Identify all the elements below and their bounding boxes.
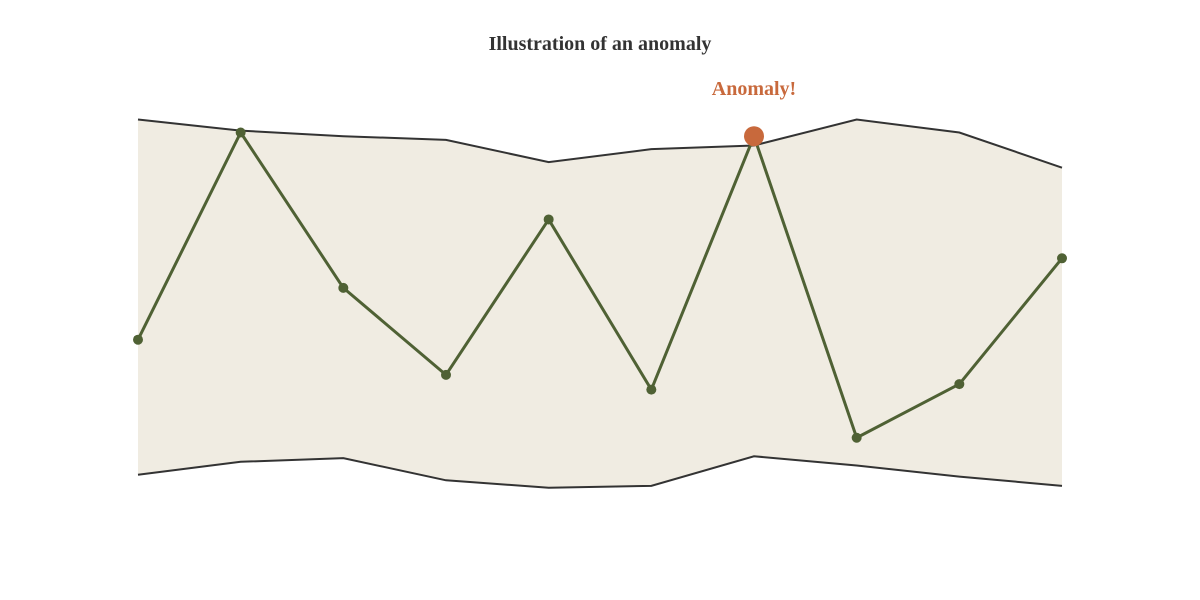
data-point xyxy=(954,379,965,390)
data-point xyxy=(338,282,349,293)
data-point xyxy=(543,214,554,225)
chart-title: Illustration of an anomaly xyxy=(489,33,712,55)
data-point xyxy=(133,334,143,345)
plot-area: Anomaly! xyxy=(133,78,1067,489)
upper-bound-line xyxy=(137,118,1063,169)
data-point xyxy=(851,432,862,443)
data-point xyxy=(235,127,246,138)
anomaly-marker xyxy=(744,126,764,147)
value-line xyxy=(136,131,1064,440)
data-point xyxy=(1057,253,1067,264)
data-point xyxy=(441,369,451,380)
data-point xyxy=(646,384,657,395)
lower-bound-line xyxy=(137,455,1063,489)
anomaly-label: Anomaly! xyxy=(712,78,796,100)
